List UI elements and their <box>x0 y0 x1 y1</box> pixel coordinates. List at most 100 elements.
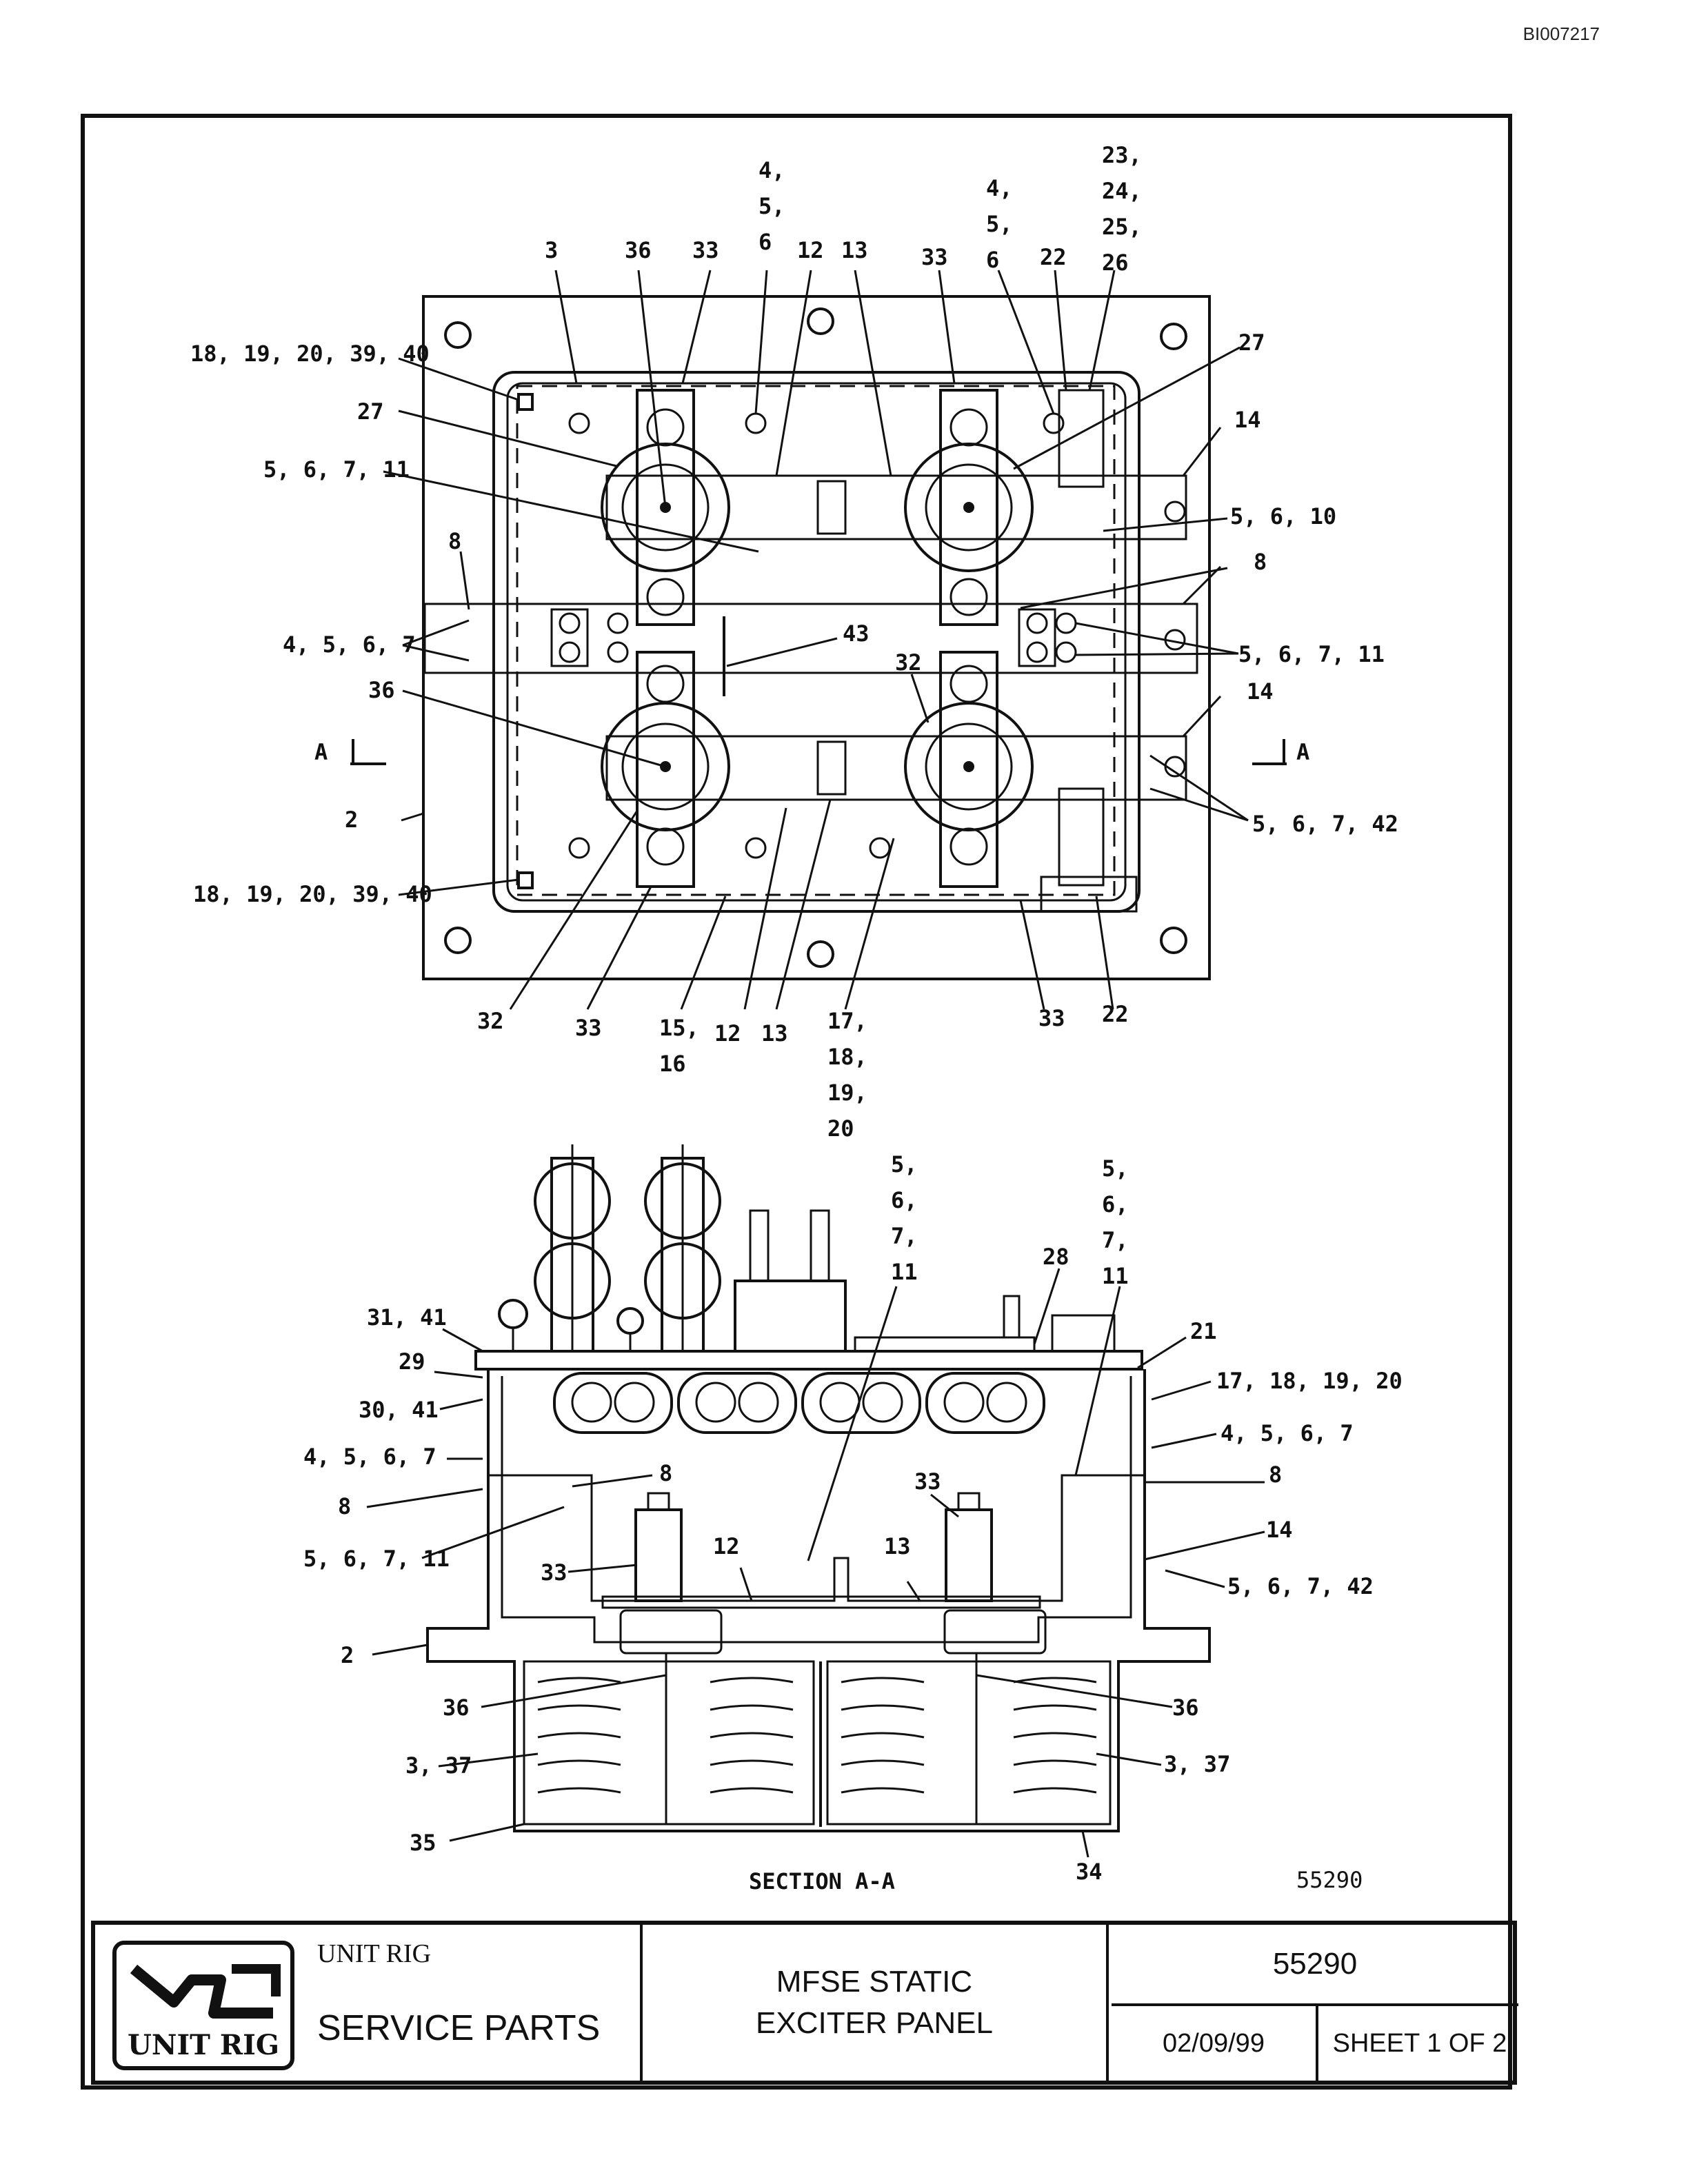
bolt <box>950 578 988 616</box>
section-bus-bar <box>488 1474 1145 1602</box>
callout: 5,6,7,11 <box>891 1151 918 1285</box>
mounting-hole <box>444 321 472 349</box>
pod-ring <box>819 1382 861 1423</box>
callout: 12 <box>797 237 824 263</box>
callout: 34 <box>1076 1859 1103 1885</box>
callout: 33 <box>921 244 948 270</box>
callout: 13 <box>841 237 868 263</box>
rectifier-disc-inner <box>925 463 1013 552</box>
board <box>854 1336 1036 1353</box>
drawing-number: 55290 <box>1296 1867 1363 1893</box>
hole <box>1043 412 1065 434</box>
callout: 5, 6, 7, 42 <box>1227 1573 1374 1599</box>
callout: 22 <box>1040 244 1067 270</box>
terminal-block <box>1018 608 1056 667</box>
callout: 33 <box>692 237 719 263</box>
terminal-box <box>1058 787 1105 887</box>
dashed-boundary <box>516 385 1116 896</box>
mounting-hole <box>807 307 834 335</box>
callout: 5, 6, 7, 11 <box>263 456 410 483</box>
post <box>1003 1295 1021 1339</box>
revision-date: 02/09/99 <box>1112 2006 1318 2081</box>
housing-outline <box>426 1369 1211 1832</box>
callout: 15,16 <box>659 1015 699 1077</box>
bus-bar-lower <box>605 735 1187 801</box>
ground-lug <box>517 871 534 889</box>
callout: 3, 37 <box>1164 1751 1230 1777</box>
clamp-body <box>634 1508 683 1602</box>
callout: 14 <box>1266 1517 1293 1543</box>
rectifier-disc <box>904 443 1034 572</box>
knob <box>498 1299 528 1329</box>
clamp-stack <box>636 651 695 888</box>
rectifier-disc <box>904 702 1034 831</box>
callout: 8 <box>1254 549 1267 575</box>
callout: 35 <box>410 1830 436 1856</box>
callout: 14 <box>1247 678 1274 705</box>
connector <box>1051 1314 1116 1353</box>
callout: 8 <box>338 1493 351 1519</box>
mounting-hole <box>1160 323 1187 350</box>
callout: 31, 41 <box>367 1304 447 1331</box>
heat-block <box>943 1609 1047 1655</box>
section-caption: SECTION A-A <box>749 1868 895 1894</box>
company-cell: UNIT RIG UNIT RIG SERVICE PARTS <box>95 1925 640 2081</box>
callout: 5, 6, 7, 11 <box>303 1546 450 1572</box>
unit-rig-logo: UNIT RIG <box>112 1941 294 2070</box>
callout: 13 <box>761 1020 788 1046</box>
pod-ring <box>943 1382 985 1423</box>
bolt <box>607 612 629 634</box>
rectifier-disc <box>601 702 730 831</box>
center-dot <box>963 761 974 772</box>
callout: 28 <box>1043 1244 1069 1270</box>
housing-inner <box>501 1376 1132 1644</box>
bolt <box>646 578 685 616</box>
pod-ring <box>614 1382 655 1423</box>
hole <box>568 412 590 434</box>
callout: 13 <box>884 1533 911 1559</box>
callout: 27 <box>357 398 384 425</box>
hole <box>745 412 767 434</box>
drawing-border <box>81 114 1512 2090</box>
leader-lines <box>383 270 1249 1010</box>
heat-sink <box>826 1660 1112 1826</box>
ground-lug <box>517 393 534 411</box>
callout: 4, 5, 6, 7 <box>303 1444 436 1470</box>
title-block: UNIT RIG UNIT RIG SERVICE PARTS MFSE STA… <box>91 1921 1518 2085</box>
callout: 12 <box>714 1020 741 1046</box>
bus-bar-middle <box>423 603 1198 674</box>
callout: 36 <box>368 677 395 703</box>
hole <box>1164 501 1186 523</box>
cooling-pod <box>801 1372 921 1434</box>
cover-plate <box>474 1350 1143 1371</box>
cooling-pod <box>677 1372 797 1434</box>
bolt <box>950 408 988 447</box>
callout: 27 <box>1238 330 1265 356</box>
callout: 32 <box>895 649 922 676</box>
capacitor <box>734 1280 847 1353</box>
bolt <box>646 665 685 703</box>
bolt <box>1026 641 1048 663</box>
pod-ring <box>695 1382 736 1423</box>
splice <box>816 480 847 535</box>
callout: 17, 18, 19, 20 <box>1216 1368 1403 1394</box>
pod-ring <box>738 1382 779 1423</box>
callout: 4,5,6 <box>986 175 1013 273</box>
enclosure-inner <box>506 382 1127 902</box>
bolt <box>559 641 581 663</box>
bolt <box>1055 612 1077 634</box>
section-view <box>366 1144 1265 1858</box>
heat-block <box>619 1609 723 1655</box>
knob <box>616 1307 644 1335</box>
clamp-stack <box>636 389 695 626</box>
callout: 4, 5, 6, 7 <box>283 631 416 658</box>
heat-sink <box>523 1660 815 1826</box>
rectifier-disc <box>601 443 730 572</box>
callout: 4, 5, 6, 7 <box>1220 1420 1354 1446</box>
splice <box>816 740 847 796</box>
service-parts-label: SERVICE PARTS <box>317 2008 601 2048</box>
bolt <box>950 665 988 703</box>
cooling-pod <box>925 1372 1045 1434</box>
top-view <box>350 270 1287 1010</box>
